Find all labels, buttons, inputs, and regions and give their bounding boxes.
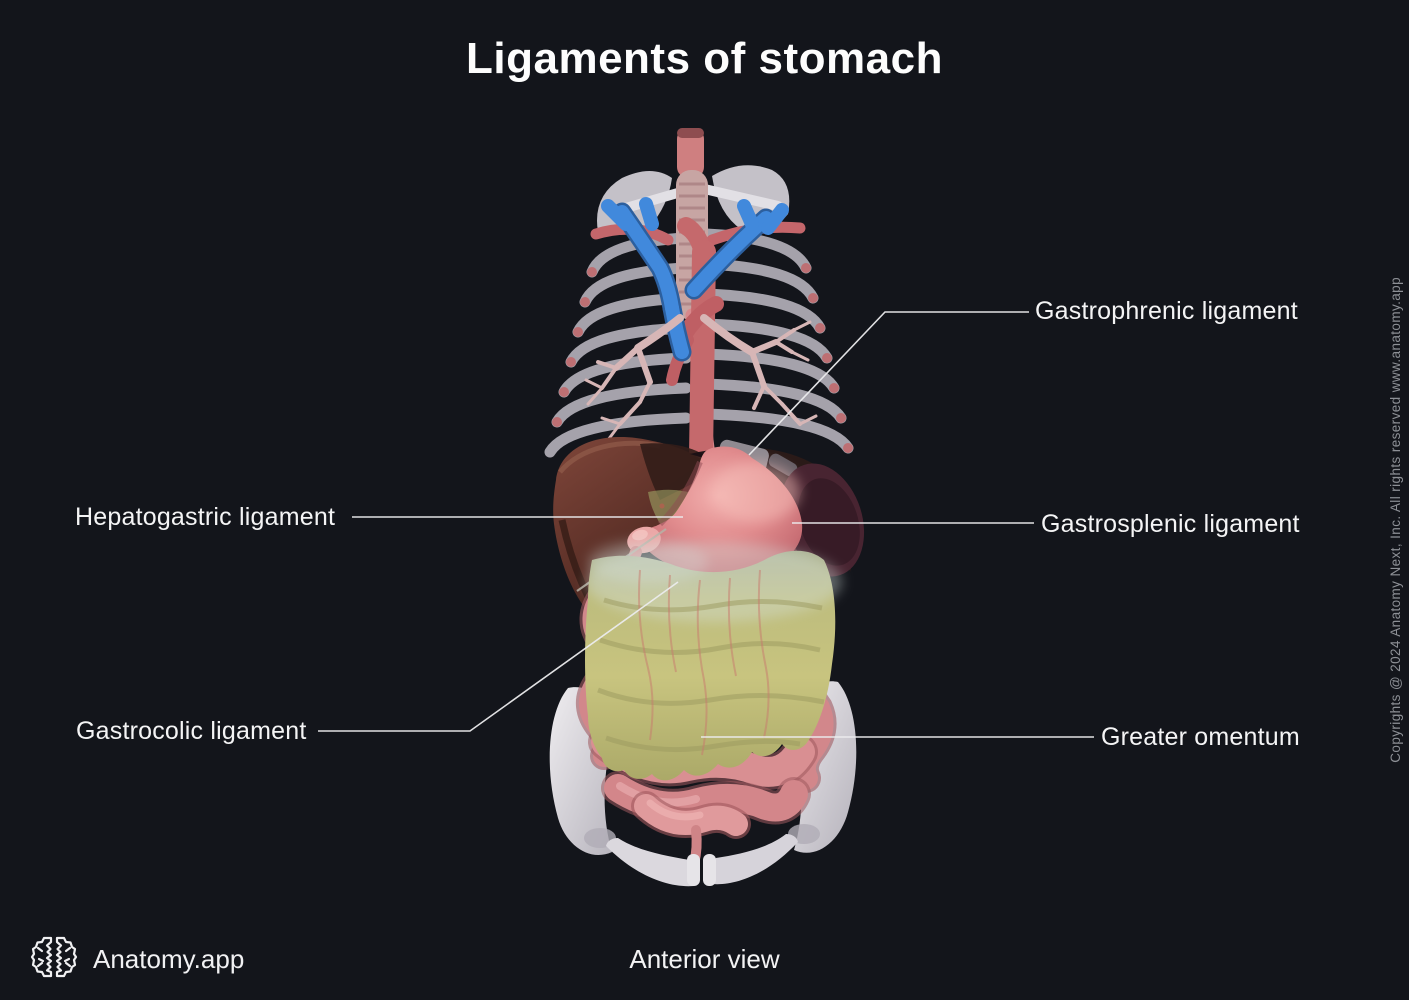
greater-omentum: [585, 540, 842, 781]
copyright-notice: Copyrights @ 2024 Anatomy Next, Inc. All…: [1383, 248, 1407, 792]
bronchial-tree: [584, 314, 818, 442]
label-hepatogastric-ligament: Hepatogastric ligament: [75, 503, 336, 531]
label-gastrosplenic-ligament: Gastrosplenic ligament: [1041, 510, 1300, 538]
page-title: Ligaments of stomach: [466, 34, 943, 83]
veins: [601, 197, 789, 362]
leader-gastrocolic: [318, 581, 679, 732]
pubic-bones: [606, 834, 798, 887]
copyright-text: Copyrights @ 2024 Anatomy Next, Inc. All…: [1387, 277, 1403, 763]
spleen: [779, 463, 865, 577]
label-gastrophrenic-ligament: Gastrophrenic ligament: [1035, 297, 1298, 325]
label-gastrocolic-ligament: Gastrocolic ligament: [76, 717, 307, 745]
brain-logo-icon: [30, 936, 78, 978]
leader-lines: [318, 311, 1094, 738]
brand-name: Anatomy.app: [93, 944, 245, 974]
rib-cartilage-tips: [552, 263, 853, 453]
leader-gastrophrenic: [748, 311, 1029, 456]
view-caption: Anterior view: [629, 944, 780, 974]
label-greater-omentum: Greater omentum: [1101, 723, 1300, 751]
